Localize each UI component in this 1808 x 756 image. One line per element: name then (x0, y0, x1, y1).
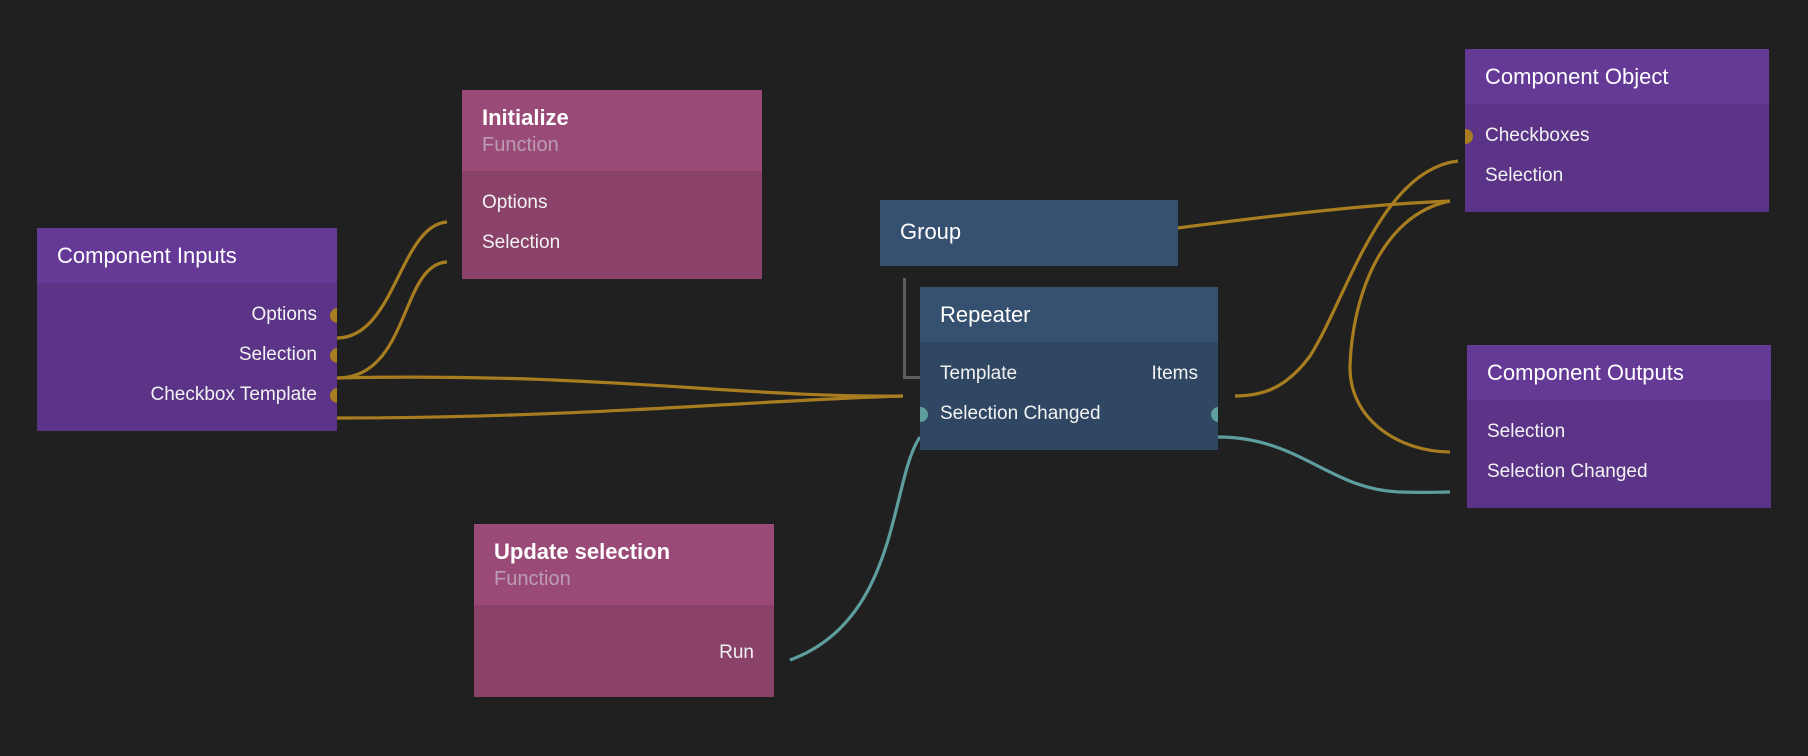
port-label: Selection Changed (940, 403, 1101, 424)
node-group[interactable]: Group (880, 200, 1178, 266)
node-header: Update selection Function (474, 524, 774, 605)
node-header: Component Object (1465, 49, 1769, 104)
port-row-selection-changed[interactable]: Selection Changed (1467, 452, 1771, 492)
node-title: Component Object (1485, 64, 1669, 89)
node-body: Options Selection Checkbox Template (37, 283, 337, 431)
node-body: Checkboxes Selection (1465, 104, 1769, 212)
node-header: Component Inputs (37, 228, 337, 283)
port-label: Options (482, 192, 548, 213)
node-header: Repeater (920, 287, 1218, 342)
edge-repeater-selection-changed-to-outputs-selection-changed (1217, 435, 1451, 495)
node-title: Update selection (494, 539, 671, 564)
port-row-selection[interactable]: Selection (1467, 412, 1771, 452)
port-row-selection-changed[interactable]: Selection Changed (920, 394, 1218, 434)
port-row-template-items[interactable]: Template Items (920, 354, 1218, 394)
port-row-selection[interactable]: Selection (462, 223, 762, 263)
node-header: Component Outputs (1467, 345, 1771, 400)
port-row-selection[interactable]: Selection (1465, 156, 1769, 196)
node-body: Run (474, 605, 774, 697)
node-title: Initialize (482, 105, 569, 130)
node-body: Template Items Selection Changed (920, 342, 1218, 450)
edge-inputs-selection-to-initialize-selection (336, 260, 448, 380)
port-dot-selection-icon[interactable] (329, 347, 337, 363)
edge-repeater-selection-changed-to-update-selection-run (789, 436, 922, 662)
node-subtitle: Function (494, 568, 571, 590)
port-label: Selection (238, 344, 317, 365)
port-dot-selection-changed-out-icon[interactable] (1210, 406, 1218, 422)
port-label: Selection (1485, 165, 1564, 186)
port-row-run[interactable]: Run (474, 633, 774, 673)
port-label: Template (940, 363, 1018, 384)
node-update-selection[interactable]: Update selection Function Run (474, 524, 774, 697)
node-repeater[interactable]: Repeater Template Items Selection Change… (920, 287, 1218, 450)
group-child-bracket (903, 278, 922, 379)
node-header: Group (880, 200, 1178, 266)
node-title: Repeater (940, 302, 1031, 327)
port-dot-selection-changed-in-icon[interactable] (920, 406, 928, 422)
port-label: Run (719, 642, 754, 663)
port-dot-checkbox-template-icon[interactable] (329, 387, 337, 403)
node-subtitle: Function (482, 134, 559, 156)
port-row-selection[interactable]: Selection (37, 335, 337, 375)
port-label: Selection Changed (1487, 461, 1648, 482)
edge-component-object-checkboxes-to-repeater-items (1234, 159, 1459, 398)
edge-component-object-selection-to-outputs-selection (1348, 199, 1451, 454)
node-title: Group (900, 219, 962, 244)
node-header: Initialize Function (462, 90, 762, 171)
node-body: Options Selection (462, 171, 762, 279)
port-row-checkboxes[interactable]: Checkboxes (1465, 116, 1769, 156)
port-row-options[interactable]: Options (462, 183, 762, 223)
port-label: Options (251, 304, 317, 325)
node-title: Component Outputs (1487, 360, 1684, 385)
port-row-checkbox-template[interactable]: Checkbox Template (37, 375, 337, 415)
edge-group-to-component-object-selection (1177, 199, 1451, 230)
node-body: Selection Selection Changed (1467, 400, 1771, 508)
node-component-outputs[interactable]: Component Outputs Selection Selection Ch… (1467, 345, 1771, 508)
edge-inputs-options-to-initialize-options (336, 220, 448, 340)
port-dot-options-icon[interactable] (329, 307, 337, 323)
port-label: Selection (482, 232, 561, 253)
port-label: Selection (1487, 421, 1566, 442)
port-label: Checkbox Template (150, 384, 317, 405)
node-initialize[interactable]: Initialize Function Options Selection (462, 90, 762, 279)
node-title: Component Inputs (57, 243, 237, 268)
port-label: Checkboxes (1485, 125, 1590, 146)
edge-inputs-selection-to-repeater-template (336, 375, 904, 398)
port-row-options[interactable]: Options (37, 295, 337, 335)
edge-inputs-checkbox-template-to-repeater-template (336, 394, 904, 420)
node-component-inputs[interactable]: Component Inputs Options Selection Check… (37, 228, 337, 431)
node-component-object[interactable]: Component Object Checkboxes Selection (1465, 49, 1769, 212)
port-dot-checkboxes-icon[interactable] (1465, 128, 1473, 144)
port-label: Items (1151, 363, 1198, 384)
